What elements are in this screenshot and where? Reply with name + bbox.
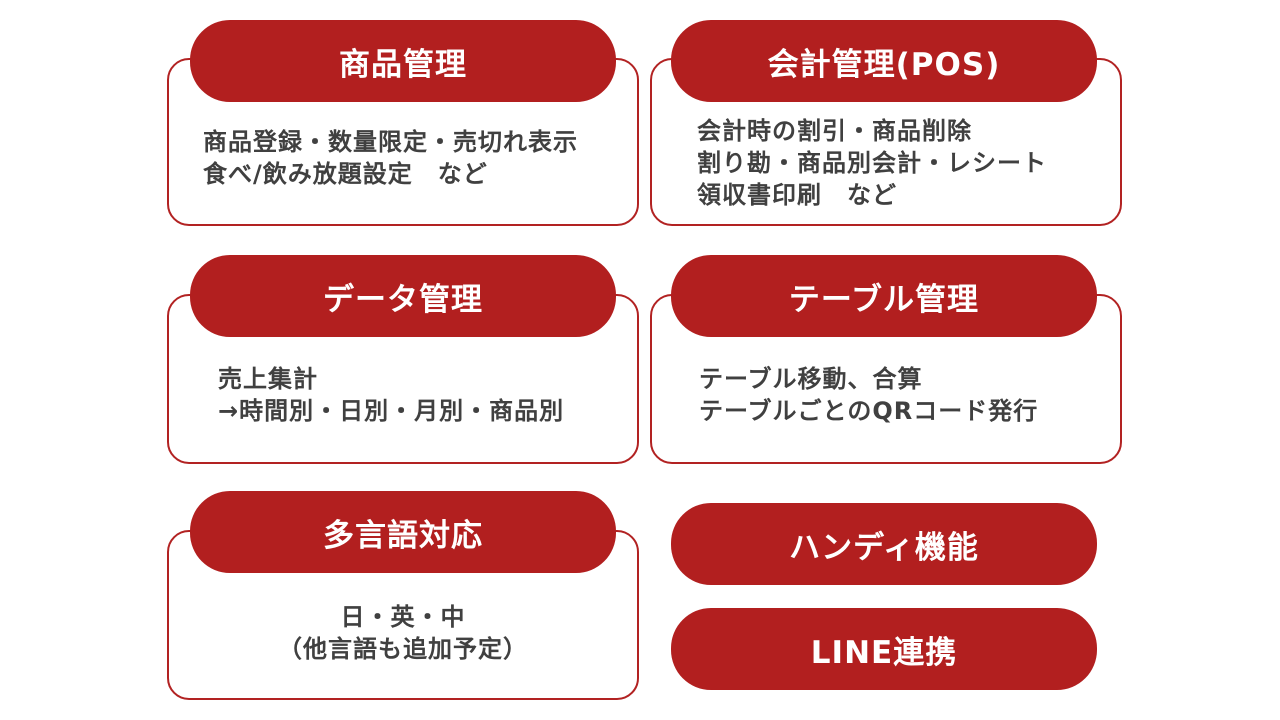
- description-line: テーブルごとのQRコード発行: [699, 397, 1039, 425]
- description-line: 売上集計: [218, 365, 318, 393]
- description-line: （他言語も追加予定）: [278, 635, 528, 663]
- card-table-management-title: テーブル管理: [671, 255, 1097, 337]
- card-multilingual-title: 多言語対応: [190, 491, 616, 573]
- card-product-management-title: 商品管理: [190, 20, 616, 102]
- card-data-management-title: データ管理: [190, 255, 616, 337]
- card-product-management-description: 商品登録・数量限定・売切れ表示 食べ/飲み放題設定 など: [203, 126, 578, 190]
- description-line: 日・英・中: [340, 603, 466, 631]
- card-data-management-description: 売上集計 →時間別・日別・月別・商品別: [218, 363, 564, 427]
- card-table-management-description: テーブル移動、合算 テーブルごとのQRコード発行: [699, 363, 1038, 427]
- description-line: 商品登録・数量限定・売切れ表示: [203, 128, 578, 156]
- description-line: 領収書印刷 など: [697, 181, 897, 209]
- description-line: 会計時の割引・商品削除: [697, 117, 972, 145]
- feature-handy-pill: ハンディ機能: [671, 503, 1097, 585]
- card-pos-management-description: 会計時の割引・商品削除 割り勘・商品別会計・レシート 領収書印刷 など: [697, 115, 1047, 211]
- card-multilingual-description: 日・英・中 （他言語も追加予定）: [167, 601, 639, 665]
- card-pos-management-title: 会計管理(POS): [671, 20, 1097, 102]
- description-line: →時間別・日別・月別・商品別: [218, 397, 565, 425]
- description-line: テーブル移動、合算: [699, 365, 923, 393]
- feature-line-integration-pill: LINE連携: [671, 608, 1097, 690]
- description-line: 割り勘・商品別会計・レシート: [697, 149, 1047, 177]
- description-line: 食べ/飲み放題設定 など: [203, 160, 488, 188]
